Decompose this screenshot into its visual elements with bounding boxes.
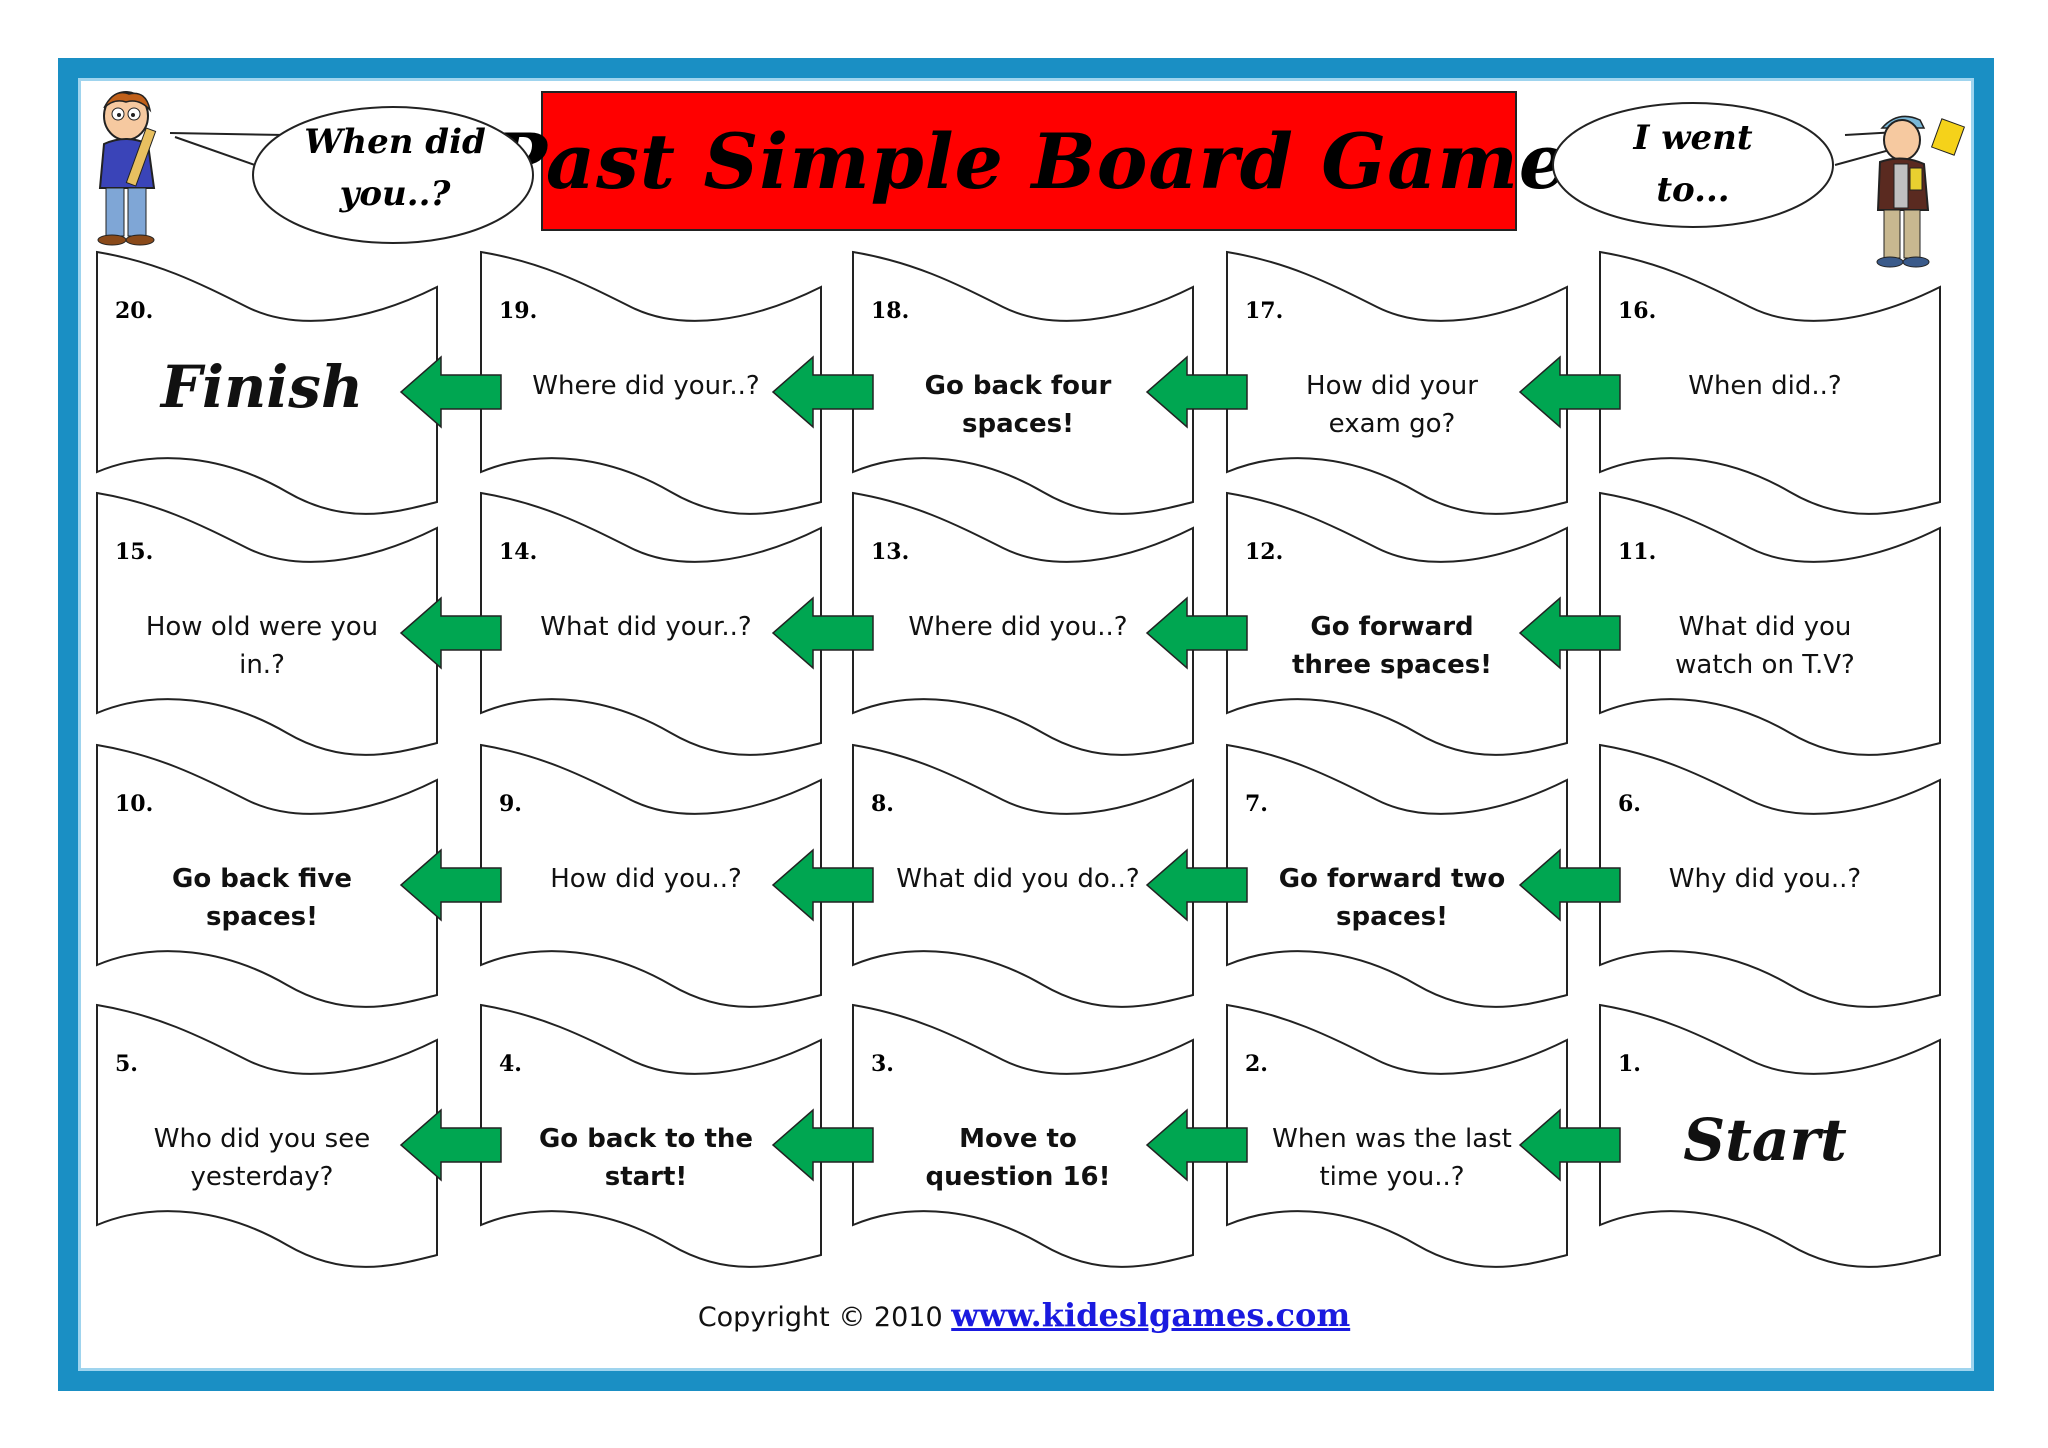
cell-number: 15. bbox=[115, 539, 154, 565]
board-cell-shape bbox=[96, 1003, 438, 1268]
cell-prompt: How did you..? bbox=[550, 864, 742, 894]
board-cell-shape bbox=[1599, 1003, 1941, 1268]
green-arrow-left-icon bbox=[771, 1108, 874, 1182]
right-speech-bubble bbox=[1552, 102, 1916, 228]
board-cell-shape bbox=[852, 491, 1194, 756]
green-arrow-left-icon bbox=[399, 848, 502, 922]
board-cell-shape bbox=[852, 743, 1194, 1008]
board-cell-shape bbox=[1599, 743, 1941, 1008]
left-bubble-text: When did you..? bbox=[280, 116, 510, 220]
board-cell-shape bbox=[1226, 743, 1568, 1008]
green-arrow-left-icon bbox=[399, 596, 502, 670]
cell-prompt: How did your exam go? bbox=[1306, 371, 1478, 439]
man-with-cap-illustration bbox=[1876, 115, 1966, 268]
cell-number: 7. bbox=[1245, 791, 1268, 817]
cell-number: 10. bbox=[115, 791, 154, 817]
right-bubble-text: I went to... bbox=[1578, 112, 1808, 216]
green-arrow-left-icon bbox=[1518, 596, 1621, 670]
cell-prompt: When did..? bbox=[1688, 371, 1842, 401]
right-bubble-line2: to... bbox=[1656, 170, 1730, 210]
cell-number: 17. bbox=[1245, 298, 1284, 324]
board-cell-shape bbox=[480, 743, 822, 1008]
board-cell-shape bbox=[480, 250, 822, 515]
green-arrow-left-icon bbox=[399, 1108, 502, 1182]
board-cell-shape bbox=[1226, 250, 1568, 515]
left-bubble-line2: you..? bbox=[339, 174, 451, 214]
start-label: Start bbox=[1683, 1106, 1847, 1174]
board-cell-shape bbox=[480, 1003, 822, 1268]
green-arrow-left-icon bbox=[771, 848, 874, 922]
board-cell-shape bbox=[1226, 1003, 1568, 1268]
green-arrow-left-icon bbox=[399, 355, 502, 429]
board-cell-shape bbox=[96, 491, 438, 756]
cell-number: 2. bbox=[1245, 1051, 1268, 1077]
board-cell-shape bbox=[1599, 491, 1941, 756]
cell-prompt: Where did your..? bbox=[532, 371, 760, 401]
cell-prompt: Move to question 16! bbox=[925, 1124, 1111, 1192]
cell-prompt: Go back to the start! bbox=[538, 1124, 754, 1192]
cell-number: 4. bbox=[499, 1051, 522, 1077]
cell-prompt: Why did you..? bbox=[1668, 864, 1862, 894]
cell-number: 1. bbox=[1618, 1051, 1641, 1077]
cell-number: 18. bbox=[871, 298, 910, 324]
cell-prompt: Go back four spaces! bbox=[924, 371, 1112, 439]
cell-prompt: What did you do..? bbox=[896, 864, 1140, 894]
board-cell-shape bbox=[96, 250, 438, 515]
cell-number: 13. bbox=[871, 539, 910, 565]
green-arrow-left-icon bbox=[771, 596, 874, 670]
cell-number: 6. bbox=[1618, 791, 1641, 817]
cell-prompt: Go forward three spaces! bbox=[1291, 612, 1493, 680]
cell-number: 20. bbox=[115, 298, 154, 324]
right-bubble-line1: I went bbox=[1633, 118, 1753, 158]
cell-prompt: Where did you..? bbox=[908, 612, 1128, 642]
cell-number: 11. bbox=[1618, 539, 1657, 565]
cell-number: 12. bbox=[1245, 539, 1284, 565]
cell-prompt: Who did you see yesterday? bbox=[153, 1124, 371, 1192]
green-arrow-left-icon bbox=[1145, 848, 1248, 922]
green-arrow-left-icon bbox=[1145, 596, 1248, 670]
cell-number: 5. bbox=[115, 1051, 138, 1077]
cell-prompt: What did your..? bbox=[540, 612, 752, 642]
cell-number: 14. bbox=[499, 539, 538, 565]
cell-prompt: When was the last time you..? bbox=[1272, 1124, 1512, 1192]
board-cell-shape bbox=[1226, 491, 1568, 756]
cell-prompt: Go forward two spaces! bbox=[1278, 864, 1506, 932]
green-arrow-left-icon bbox=[1518, 1108, 1621, 1182]
cell-number: 8. bbox=[871, 791, 894, 817]
left-bubble-line1: When did bbox=[304, 122, 486, 162]
page-title: Past Simple Board Game bbox=[489, 116, 1569, 206]
green-arrow-left-icon bbox=[1518, 848, 1621, 922]
board-cell-shape bbox=[1599, 250, 1941, 515]
cell-number: 19. bbox=[499, 298, 538, 324]
cell-number: 16. bbox=[1618, 298, 1657, 324]
cell-prompt: What did you watch on T.V? bbox=[1675, 612, 1855, 680]
green-arrow-left-icon bbox=[771, 355, 874, 429]
title-banner: Past Simple Board Game bbox=[490, 91, 1567, 231]
cell-number: 9. bbox=[499, 791, 522, 817]
board-cell-shape bbox=[852, 1003, 1194, 1268]
cell-number: 3. bbox=[871, 1051, 894, 1077]
copyright-text: Copyright © 2010 bbox=[697, 1302, 943, 1333]
green-arrow-left-icon bbox=[1518, 355, 1621, 429]
copyright-footer: Copyright © 2010 www.kideslgames.com bbox=[0, 1296, 2048, 1334]
board-cell-shape bbox=[96, 743, 438, 1008]
cell-prompt: How old were you in.? bbox=[145, 612, 379, 680]
green-arrow-left-icon bbox=[1145, 1108, 1248, 1182]
boy-with-ruler-illustration bbox=[97, 91, 157, 246]
cell-prompt: Go back five spaces! bbox=[171, 864, 353, 932]
website-link[interactable]: www.kideslgames.com bbox=[951, 1296, 1351, 1334]
left-speech-bubble bbox=[169, 106, 534, 244]
green-arrow-left-icon bbox=[1145, 355, 1248, 429]
board-cell-shape bbox=[480, 491, 822, 756]
finish-label: Finish bbox=[160, 353, 364, 421]
board-cell-shape bbox=[852, 250, 1194, 515]
